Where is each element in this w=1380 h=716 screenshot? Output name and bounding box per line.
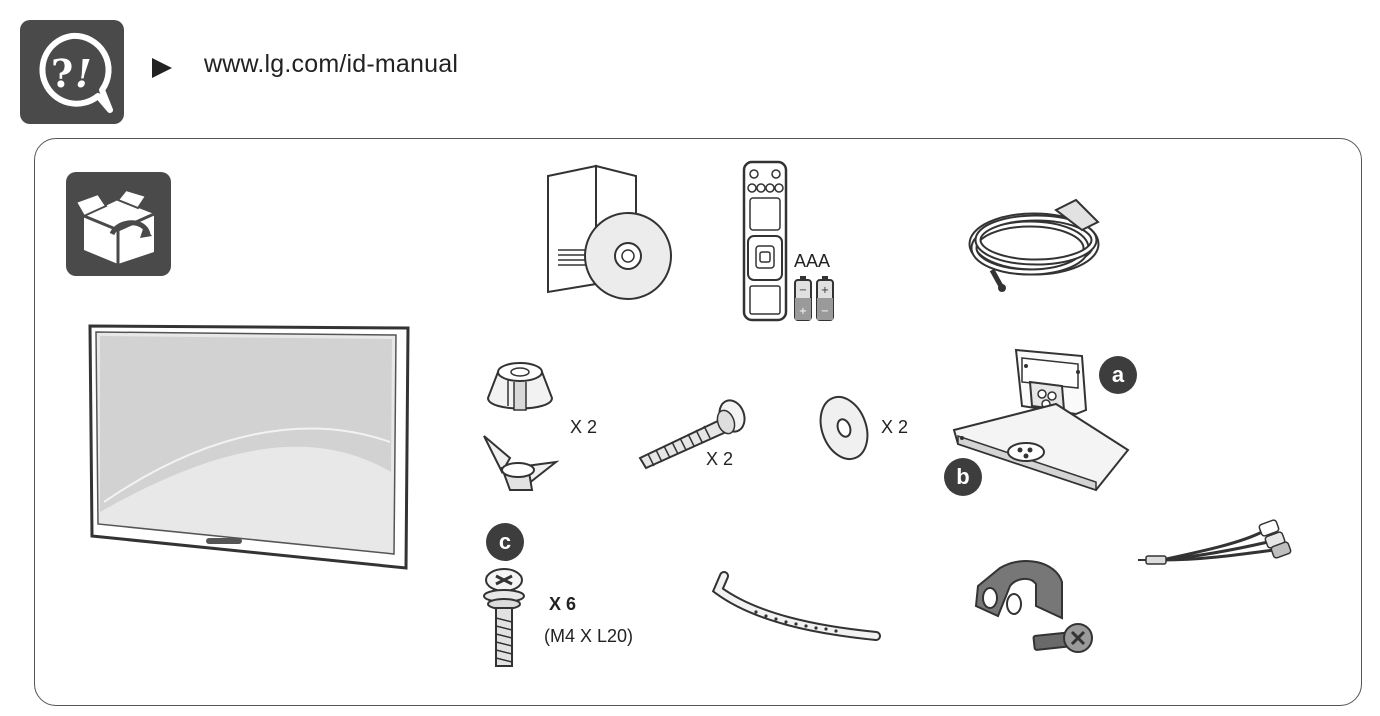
help-question-glyph: ? ! [39, 32, 113, 113]
washer-image [819, 396, 869, 460]
battery-type-label: AAA [794, 251, 831, 271]
washer-quantity-label: X 2 [881, 417, 909, 437]
cap-quantity-label: X 2 [570, 417, 598, 437]
svg-text:+: + [821, 285, 829, 296]
power-cord-image [968, 198, 1100, 292]
badge-a-label: a [1099, 356, 1137, 394]
cable-tie-image [711, 571, 881, 641]
long-bolt-image [638, 399, 746, 470]
svg-text:!: ! [75, 51, 92, 96]
remote-control-image [742, 160, 788, 322]
stand-body-image [1014, 348, 1088, 416]
svg-text:−: − [799, 285, 807, 296]
stand-base-image [952, 402, 1130, 492]
svg-text:?: ? [51, 51, 73, 96]
manual-cd-image [547, 164, 672, 300]
screw-spec-label: (M4 X L20) [544, 626, 634, 646]
av-gender-cable-image [1138, 519, 1292, 565]
manual-url-link[interactable]: www.lg.com/id-manual [204, 50, 459, 78]
accessories-panel [34, 138, 1362, 706]
holder-screw-image [1032, 623, 1093, 653]
bolt-quantity-label: X 2 [706, 449, 734, 469]
triangle-right-icon [152, 58, 172, 78]
tv-monitor-image [88, 324, 410, 570]
screw-m4-image [483, 568, 525, 667]
cable-holder-image [974, 560, 1063, 620]
open-box-glyph [74, 188, 155, 264]
badge-c-label: c [486, 523, 524, 561]
svg-text:−: − [821, 306, 829, 317]
stand-cap-image [486, 362, 554, 411]
wing-nut-image [483, 435, 560, 491]
svg-text:+: + [799, 306, 807, 317]
aaa-batteries-image: − + + − [794, 276, 834, 321]
badge-b-label: b [944, 458, 982, 496]
screw-quantity-label: X 6 [549, 594, 577, 614]
open-box-icon [66, 172, 171, 276]
help-question-icon: ? ! [20, 20, 124, 124]
